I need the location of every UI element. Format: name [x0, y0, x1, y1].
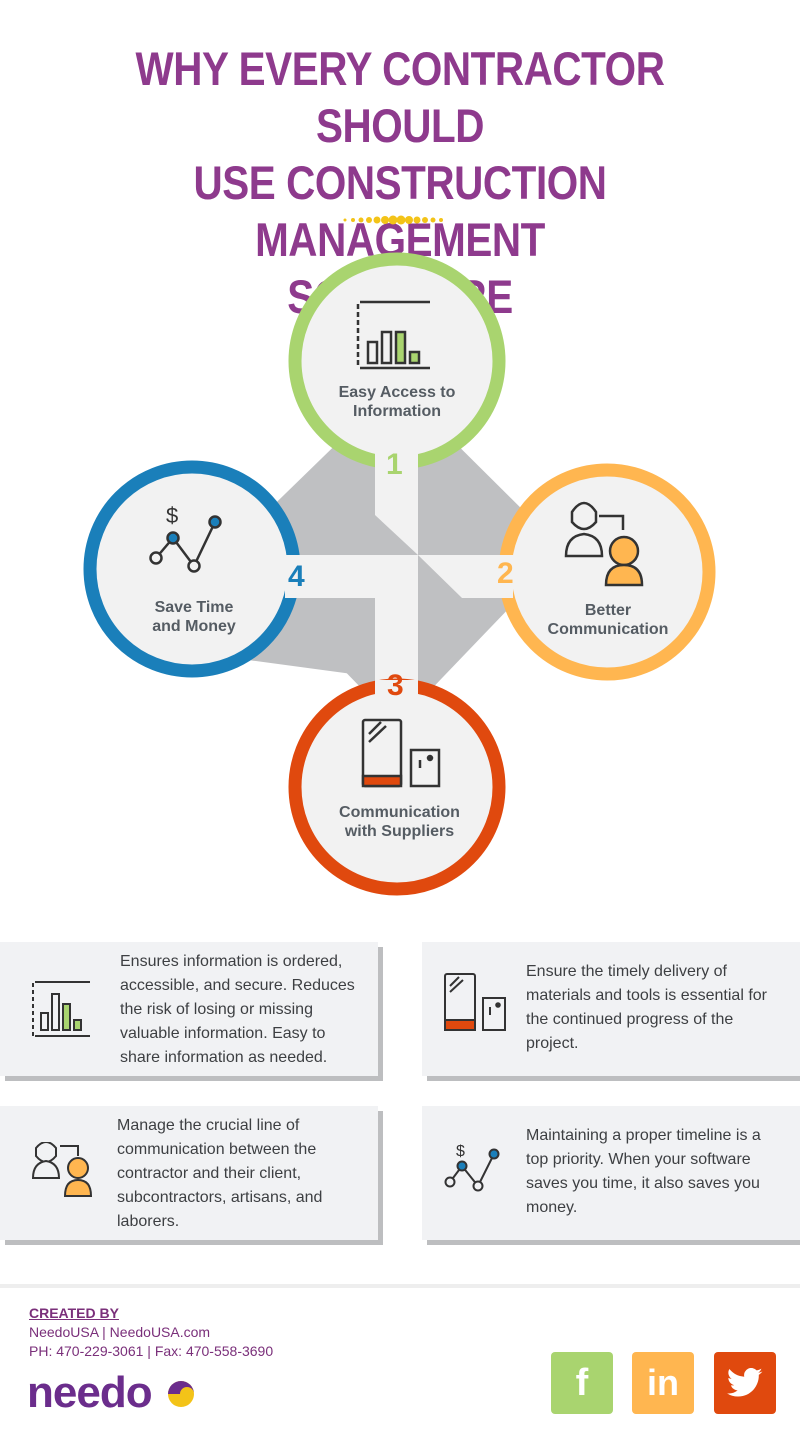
step-2-label-line1: Better [584, 602, 632, 619]
connector-3 [375, 598, 418, 680]
bar-chart-icon [32, 981, 90, 1037]
card-communication: Manage the crucial line of communication… [0, 1106, 378, 1240]
step-2-label-line2: Communication [547, 621, 669, 638]
card-communication-text: Manage the crucial line of communication… [117, 1117, 323, 1230]
step-3-label: Communication with Suppliers [327, 803, 472, 841]
connector-2 [418, 555, 510, 598]
linkedin-icon: in [647, 1362, 679, 1403]
step-3-label-line1: Communication [339, 804, 460, 821]
contact-line: PH: 470-229-3061 | Fax: 470-558-3690 [29, 1343, 274, 1359]
step-2-number: 2 [497, 557, 514, 590]
card-information: Ensures information is ordered, accessib… [0, 942, 378, 1076]
bar-chart-icon [356, 300, 430, 370]
step-1-label-line1: Easy Access to [338, 384, 456, 401]
card-time-money: $ Maintaining a proper timeline is a top… [422, 1106, 800, 1240]
logo-swirl-icon [168, 1381, 194, 1407]
card-suppliers-text: Ensure the timely delivery of materials … [526, 963, 767, 1052]
step-4-label-line1: Save Time [154, 599, 234, 616]
facebook-button[interactable]: f [551, 1352, 613, 1414]
card-time-money-text: Maintaining a proper timeline is a top p… [526, 1127, 761, 1216]
circle-2 [498, 463, 716, 681]
dots-divider [343, 215, 443, 225]
devices-icon [444, 973, 506, 1031]
footer-divider [0, 1284, 800, 1288]
process-diagram: $ [83, 252, 716, 896]
svg-text:$: $ [166, 503, 178, 528]
diamond-shape [232, 380, 560, 725]
step-3-label-line2: with Suppliers [344, 823, 455, 840]
step-1-number: 1 [386, 448, 403, 481]
people-icon [564, 501, 644, 587]
linkedin-button[interactable]: in [632, 1352, 694, 1414]
connector-4 [280, 555, 418, 598]
twitter-icon [727, 1368, 763, 1397]
step-1-label-line2: Information [353, 403, 441, 420]
card-suppliers: Ensure the timely delivery of materials … [422, 942, 800, 1076]
svg-text:$: $ [456, 1143, 465, 1160]
twitter-button[interactable] [714, 1352, 776, 1414]
step-3-number: 3 [387, 669, 404, 702]
facebook-icon: f [575, 1361, 589, 1404]
step-4-label-line2: and Money [152, 618, 236, 635]
step-2-label: Better Communication [538, 601, 678, 639]
created-by-link[interactable]: CREATED BY [29, 1305, 119, 1321]
title-line-1: WHY EVERY CONTRACTOR SHOULD [135, 42, 665, 152]
dollar-trend-icon: $ [149, 503, 222, 573]
needo-logo: needo [27, 1368, 153, 1418]
step-4-number: 4 [288, 560, 305, 593]
dollar-trend-icon: $ [444, 1143, 500, 1192]
people-icon [31, 1142, 93, 1197]
card-information-text: Ensures information is ordered, accessib… [120, 953, 355, 1066]
step-1-label: Easy Access to Information [327, 383, 467, 421]
logo-text: needo [27, 1368, 153, 1417]
devices-icon [361, 718, 441, 788]
company-line: NeedoUSA | NeedoUSA.com [29, 1324, 211, 1340]
step-4-label: Save Time and Money [124, 598, 264, 636]
